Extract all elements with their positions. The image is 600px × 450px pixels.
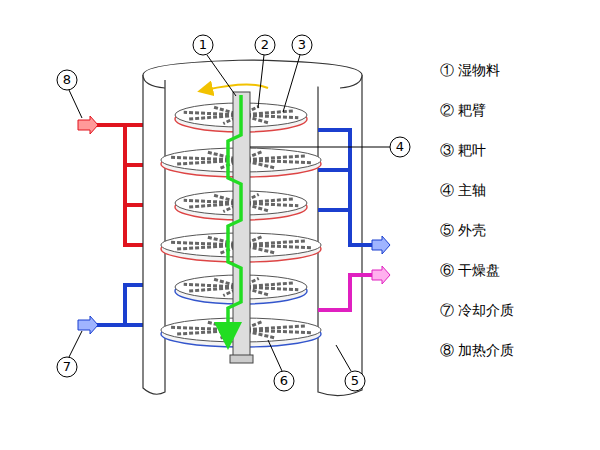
rake-arm: [241, 156, 307, 160]
callout-number: 3: [292, 35, 312, 55]
cooling-pipes: [95, 285, 143, 325]
rake-arm: [241, 330, 312, 333]
rake-arm: [241, 241, 307, 245]
rake-arm: [170, 157, 241, 160]
legend-entry: ③ 耙叶: [440, 142, 486, 160]
rake-arm: [241, 160, 312, 163]
callout-number: 6: [274, 371, 294, 391]
callout-leaders: [57, 35, 410, 391]
legend-entry: ⑥ 干燥盘: [440, 262, 500, 280]
callout-number: 5: [345, 371, 365, 391]
legend-entry: ⑦ 冷却介质: [440, 302, 514, 320]
inlet-arrow: [78, 316, 98, 334]
rotation-arrow: [205, 84, 268, 90]
legend-entry: ① 湿物料: [440, 62, 500, 80]
inlet-arrow: [78, 116, 98, 134]
legend-entry: ⑤ 外壳: [440, 222, 486, 240]
rake-arm: [241, 326, 307, 330]
callout-number: 2: [255, 35, 275, 55]
legend-entry: ⑧ 加热介质: [440, 342, 514, 360]
rake-arm: [170, 242, 241, 245]
heating-pipes: [95, 125, 143, 245]
callout-number: 7: [57, 357, 77, 377]
legend-entry: ④ 主轴: [440, 182, 486, 200]
callout-number: 1: [193, 35, 213, 55]
shaft-end: [230, 355, 253, 363]
material-flow: [228, 95, 241, 336]
outlet-arrow: [372, 236, 390, 254]
rake-arm: [241, 245, 312, 248]
callout-number: 8: [57, 70, 77, 90]
outer-shell: [143, 60, 362, 396]
callout-number: 4: [390, 137, 410, 157]
cooling-return-pipes: [318, 275, 372, 310]
outlet-arrow: [372, 266, 390, 284]
rake-arm: [170, 327, 241, 330]
legend-entry: ② 耙臂: [440, 102, 486, 120]
